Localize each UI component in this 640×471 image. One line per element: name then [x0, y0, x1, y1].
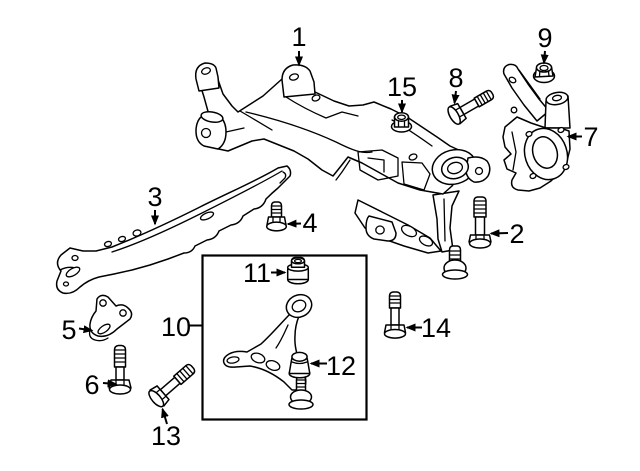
callout-6-arrow	[102, 379, 118, 388]
bolt-2-drawing	[468, 196, 492, 249]
callout-4: 4	[302, 208, 317, 238]
bolt-6-drawing	[108, 344, 132, 395]
crossmember-top-tab	[281, 64, 316, 98]
crossmember-drawing	[194, 62, 491, 280]
callout-4-arrow	[286, 219, 302, 228]
callout-8-arrow	[451, 90, 460, 105]
bolt-8-drawing	[447, 89, 495, 125]
bolt-14-drawing	[383, 291, 407, 339]
callout-2-arrow	[489, 229, 509, 238]
bolt-13-drawing	[148, 363, 196, 408]
support-bar-drawing	[55, 165, 292, 295]
crossmember-beam	[196, 73, 467, 195]
crossmember-right-leg	[432, 190, 460, 253]
nut-15-drawing	[390, 112, 413, 133]
callout-12: 12	[326, 351, 356, 381]
callout-5: 5	[61, 315, 76, 345]
callout-15: 15	[387, 72, 417, 102]
knuckle-boss	[544, 91, 571, 129]
callout-13: 13	[151, 421, 181, 451]
callout-9-arrow	[540, 50, 549, 65]
nut-9-drawing	[532, 62, 556, 84]
callout-8: 8	[448, 63, 463, 93]
steering-knuckle-drawing	[502, 63, 571, 192]
callout-10: 10	[161, 312, 191, 342]
bracket-drawing	[88, 294, 133, 342]
bushing-11-drawing	[286, 256, 310, 285]
callout-3: 3	[147, 182, 162, 212]
callout-1: 1	[291, 22, 306, 52]
bolt-4-drawing	[265, 201, 288, 232]
callouts: 1 2 3 4 5 6 7 8 9 10 11 12 13 14 15	[61, 22, 598, 451]
crossmember-left-boss	[195, 110, 227, 150]
callout-2: 2	[509, 219, 524, 249]
crossmember-ball-stud	[441, 245, 469, 280]
bushing-12-drawing	[288, 351, 311, 379]
callout-14: 14	[421, 313, 451, 343]
callout-5-arrow	[78, 325, 94, 334]
callout-6: 6	[84, 370, 99, 400]
callout-9: 9	[537, 23, 552, 53]
detail-box-frame	[201, 254, 368, 421]
control-arm-drawing	[222, 293, 314, 410]
crossmember-left-tab	[194, 62, 220, 92]
callout-11: 11	[243, 258, 271, 288]
callout-7: 7	[583, 122, 598, 152]
control-arm-box	[201, 254, 368, 421]
crossmember-right-eye	[431, 148, 491, 186]
callout-13-arrow	[161, 407, 169, 425]
